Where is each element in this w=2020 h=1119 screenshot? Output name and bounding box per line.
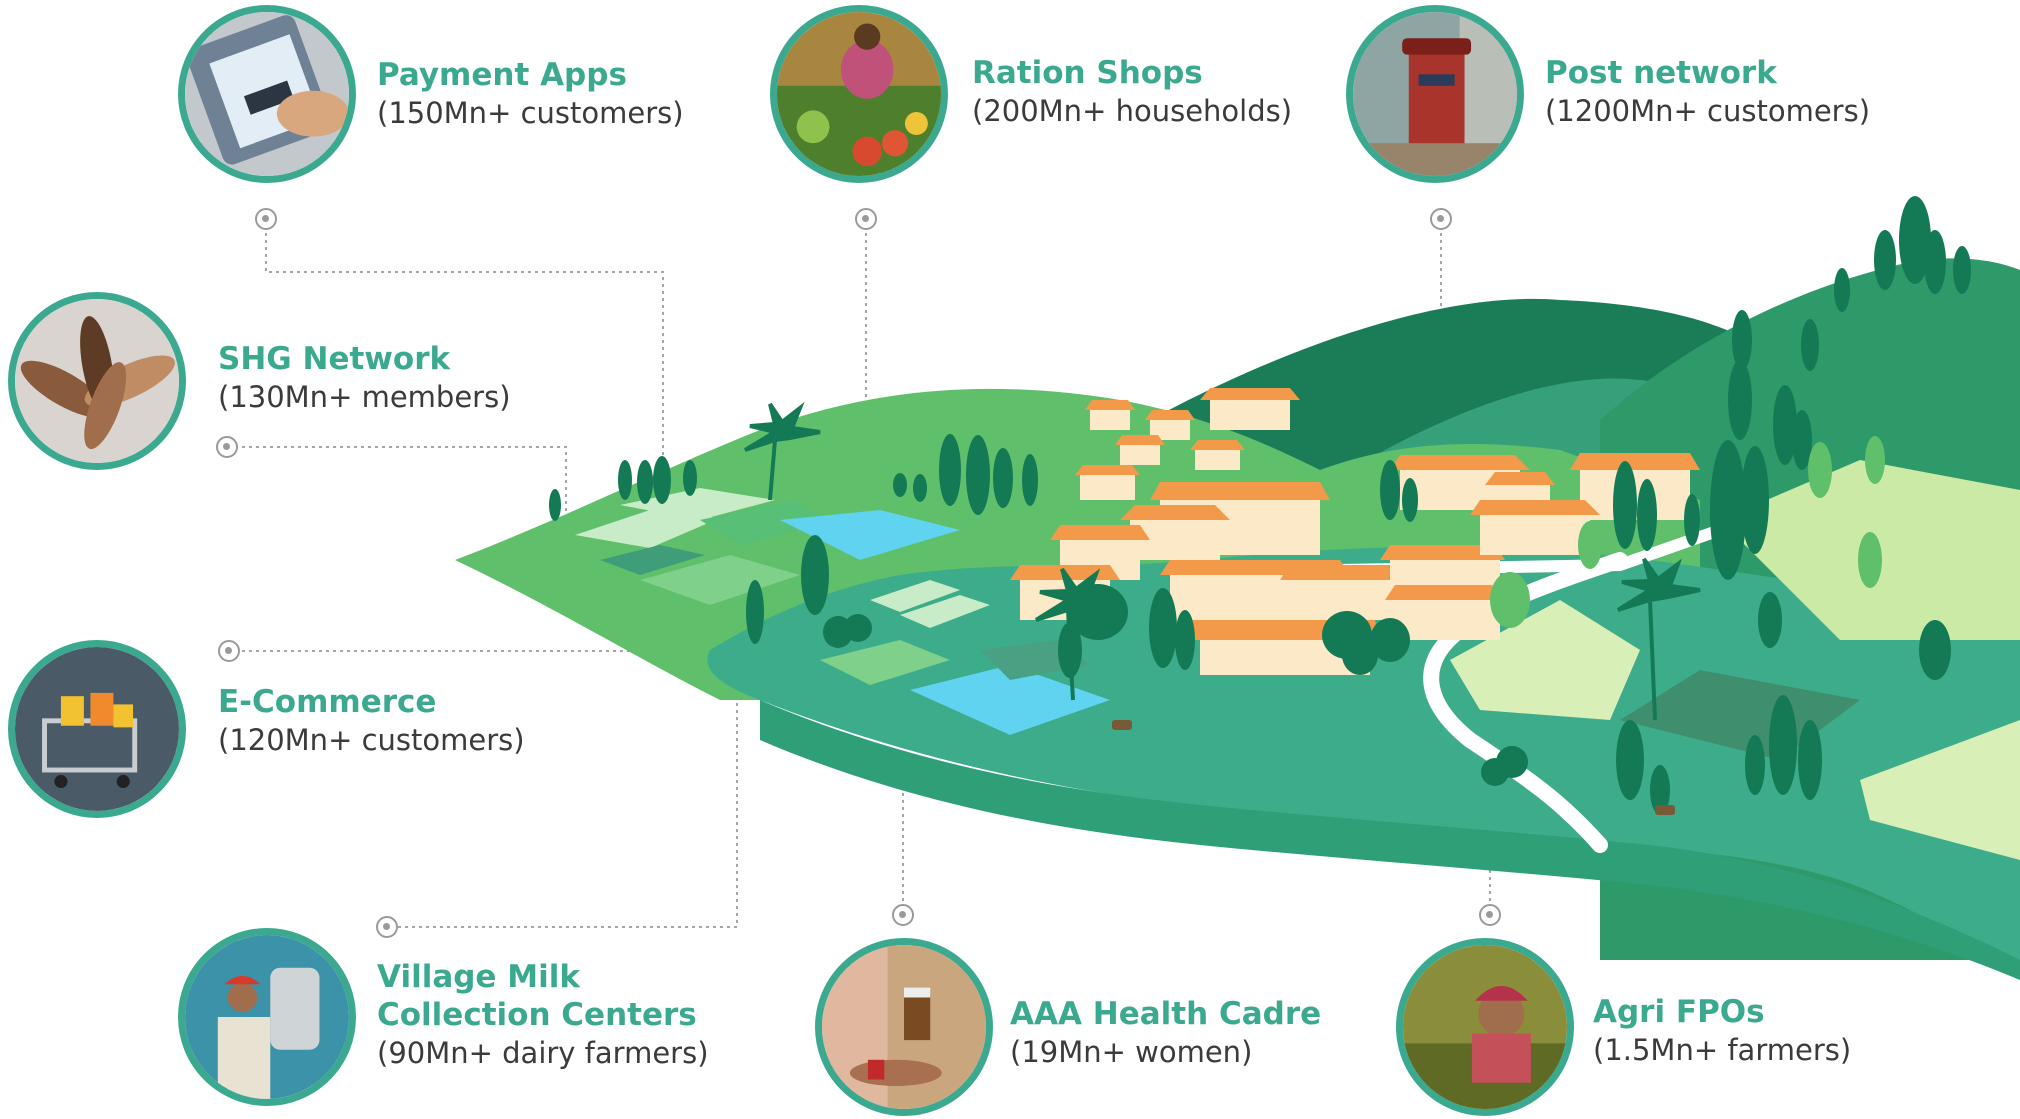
- milk-can-photo: [178, 928, 356, 1106]
- fields-right: [1450, 460, 2020, 860]
- milk-centers-title: Village Milk: [377, 959, 580, 995]
- joined-hands-photo: [8, 292, 186, 470]
- ration-shops-title: Ration Shops: [972, 55, 1203, 91]
- health-cadre-subtitle: (19Mn+ women): [1010, 1035, 1253, 1069]
- winding-road: [1423, 552, 1628, 853]
- milk-centers-subtitle: (90Mn+ dairy farmers): [377, 1036, 709, 1070]
- anchor-marker-icon: [255, 208, 277, 230]
- land-front-strip: [760, 700, 2020, 980]
- post-box-photo: [1346, 5, 1524, 183]
- palm-trees: [743, 401, 1701, 721]
- smartphone-payment-photo: [178, 5, 356, 183]
- e-commerce-subtitle: (120Mn+ customers): [218, 723, 525, 757]
- shg-network-subtitle: (130Mn+ members): [218, 380, 511, 414]
- post-network-subtitle: (1200Mn+ customers): [1545, 94, 1871, 128]
- trees: [549, 196, 1971, 815]
- shg-network-title: SHG Network: [218, 341, 451, 377]
- agri-fpos-title: Agri FPOs: [1593, 994, 1765, 1030]
- anchor-marker-icon: [892, 904, 914, 926]
- vegetable-market-photo: [770, 5, 948, 183]
- milk-centers-title-line2: Collection Centers: [377, 997, 697, 1033]
- post-network-title: Post network: [1545, 55, 1777, 91]
- payment-apps-subtitle: (150Mn+ customers): [377, 96, 684, 130]
- agri-fpos-subtitle: (1.5Mn+ farmers): [1593, 1033, 1852, 1067]
- farmer-photo: [1396, 938, 1574, 1116]
- health-cadre-title: AAA Health Cadre: [1010, 996, 1322, 1032]
- medicine-photo: [815, 938, 993, 1116]
- anchor-marker-icon: [1479, 904, 1501, 926]
- shopping-cart-photo: [8, 640, 186, 818]
- anchor-marker-icon: [855, 208, 877, 230]
- anchor-marker-icon: [376, 916, 398, 938]
- e-commerce-title: E-Commerce: [218, 684, 437, 720]
- anchor-marker-icon: [1430, 208, 1452, 230]
- cows: [1112, 720, 1675, 815]
- payment-apps-title: Payment Apps: [377, 57, 627, 93]
- anchor-marker-icon: [216, 436, 238, 458]
- fields-left: [575, 488, 1110, 735]
- village-houses: [1010, 388, 1700, 675]
- light-trees: [1490, 436, 1885, 628]
- ration-shops-subtitle: (200Mn+ households): [972, 94, 1293, 128]
- anchor-marker-icon: [218, 640, 240, 662]
